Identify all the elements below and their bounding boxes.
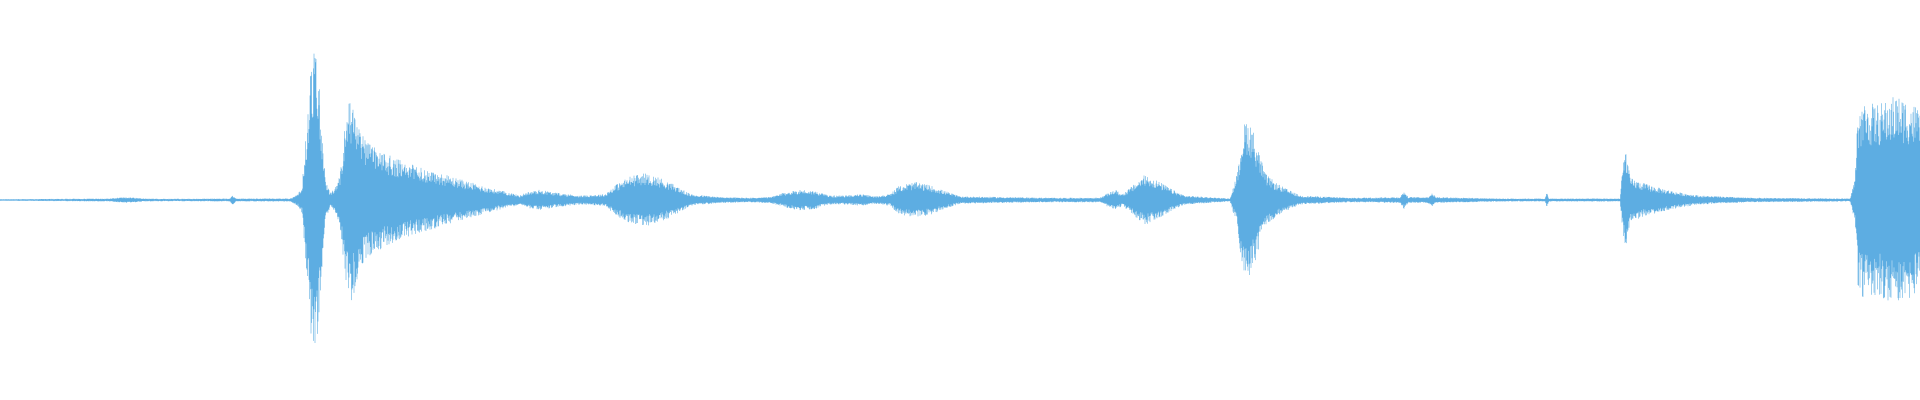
waveform-trace: [0, 53, 1920, 343]
